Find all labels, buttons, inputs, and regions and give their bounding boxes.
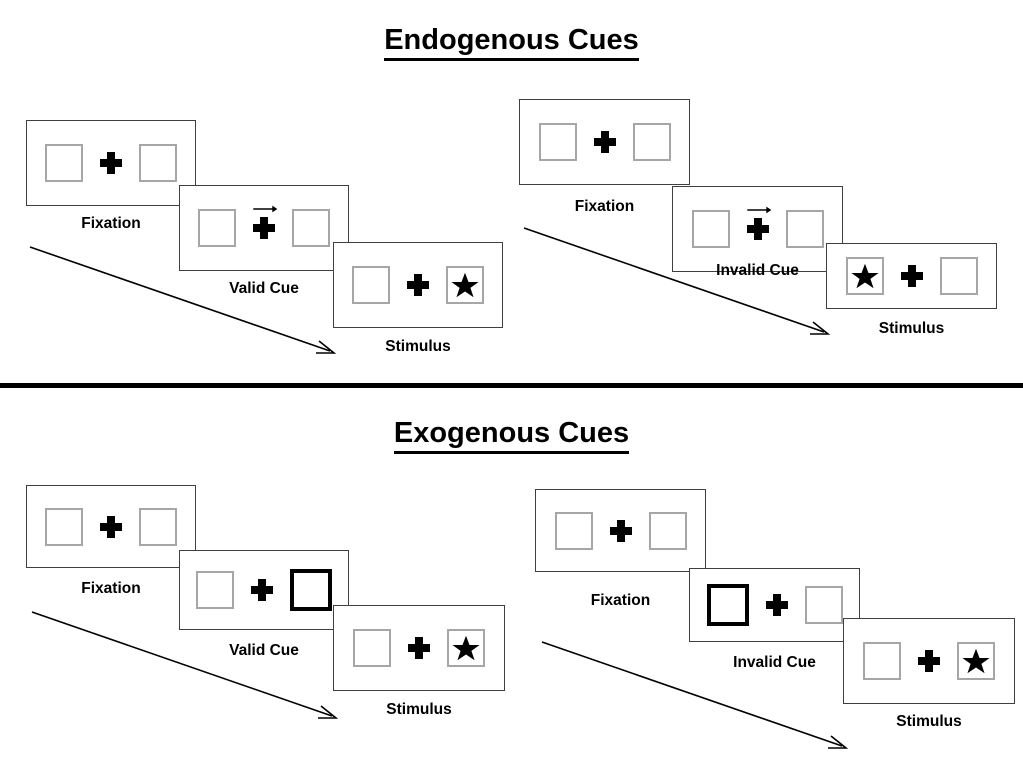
panel-content (863, 639, 995, 683)
panel-content (845, 254, 978, 298)
section-divider (0, 383, 1023, 388)
fixation-center (247, 568, 277, 612)
panel-content (538, 120, 671, 164)
star-stimulus-icon (451, 272, 479, 298)
right-box (139, 144, 177, 182)
panel-content (45, 141, 177, 185)
section-title-endogenous-text: Endogenous Cues (384, 24, 639, 61)
fixation-center (914, 639, 944, 683)
left-box (198, 209, 236, 247)
left-box (45, 507, 83, 546)
panel-content (45, 505, 177, 549)
panel-endogenous-valid-stimulus (333, 242, 503, 328)
caption-endogenous-valid-stimulus: Stimulus (385, 338, 451, 355)
caption-exogenous-invalid-stimulus: Stimulus (896, 713, 962, 730)
panel-content (691, 206, 824, 251)
caption-exogenous-valid-stimulus: Stimulus (386, 701, 452, 718)
panel-exogenous-valid-stimulus (333, 605, 505, 691)
fixation-plus-icon (408, 637, 430, 659)
left-box (352, 266, 390, 304)
caption-endogenous-invalid-cue: Invalid Cue (716, 262, 799, 279)
fixation-plus-icon (746, 218, 769, 240)
panel-endogenous-invalid-cue (672, 186, 843, 272)
panel-endogenous-valid-cue (179, 185, 349, 271)
caption-exogenous-invalid-fixation: Fixation (590, 592, 651, 609)
panel-content (352, 263, 484, 307)
right-box (939, 257, 978, 295)
panel-endogenous-invalid-stimulus (826, 243, 997, 309)
right-box (446, 266, 484, 304)
panel-content (196, 568, 332, 612)
panel-exogenous-valid-fixation (26, 485, 196, 568)
star-stimulus-icon (452, 635, 480, 661)
fixation-center (743, 206, 773, 251)
caption-endogenous-valid-cue: Valid Cue (229, 280, 299, 297)
arrow-right-cue-icon (746, 206, 771, 214)
fixation-center (897, 254, 927, 298)
left-box (845, 257, 884, 295)
fixation-center (249, 205, 279, 250)
fixation-center (404, 626, 434, 670)
right-box (957, 642, 995, 680)
right-box (139, 507, 177, 546)
right-box-cued (290, 569, 332, 611)
left-box (863, 642, 901, 680)
arrow-right-cue-icon (253, 205, 278, 213)
right-box (447, 629, 485, 667)
fixation-plus-icon (407, 274, 429, 296)
panel-exogenous-valid-cue (179, 550, 349, 630)
fixation-plus-icon (593, 131, 616, 153)
left-box (196, 571, 234, 609)
panel-content (554, 509, 687, 553)
fixation-center (606, 509, 636, 553)
left-box (353, 629, 391, 667)
right-box (632, 123, 671, 161)
panel-content (198, 205, 330, 250)
panel-endogenous-valid-fixation (26, 120, 196, 206)
panel-content (706, 583, 843, 627)
left-box-cued (706, 584, 749, 626)
fixation-plus-icon (918, 650, 940, 672)
caption-endogenous-invalid-stimulus: Stimulus (878, 320, 945, 337)
fixation-center (403, 263, 433, 307)
star-stimulus-icon (962, 648, 990, 674)
fixation-center (762, 583, 792, 627)
caption-exogenous-invalid-cue: Invalid Cue (733, 654, 816, 671)
caption-exogenous-valid-cue: Valid Cue (229, 642, 299, 659)
fixation-plus-icon (765, 594, 788, 616)
fixation-plus-icon (100, 152, 122, 174)
panel-endogenous-invalid-fixation (519, 99, 690, 185)
fixation-plus-icon (253, 217, 275, 239)
panel-exogenous-invalid-stimulus (843, 618, 1015, 704)
fixation-center (96, 505, 126, 549)
panel-content (353, 626, 485, 670)
fixation-plus-icon (251, 579, 273, 601)
left-box (538, 123, 577, 161)
caption-exogenous-valid-fixation: Fixation (81, 580, 141, 597)
caption-endogenous-invalid-fixation: Fixation (574, 198, 635, 215)
section-title-endogenous: Endogenous Cues (0, 24, 1023, 61)
fixation-center (590, 120, 620, 164)
left-box (554, 511, 593, 550)
left-box (691, 210, 730, 248)
fixation-plus-icon (609, 519, 632, 542)
fixation-plus-icon (100, 515, 122, 538)
section-title-exogenous-text: Exogenous Cues (393, 417, 630, 454)
star-stimulus-icon (850, 263, 879, 289)
right-box (785, 210, 824, 248)
right-box (804, 586, 843, 624)
caption-endogenous-valid-fixation: Fixation (81, 215, 141, 232)
left-box (45, 144, 83, 182)
fixation-plus-icon (900, 265, 923, 287)
section-title-exogenous: Exogenous Cues (0, 417, 1023, 454)
right-box (648, 511, 687, 550)
right-box (292, 209, 330, 247)
panel-exogenous-invalid-fixation (535, 489, 706, 572)
panel-exogenous-invalid-cue (689, 568, 860, 642)
fixation-center (96, 141, 126, 185)
